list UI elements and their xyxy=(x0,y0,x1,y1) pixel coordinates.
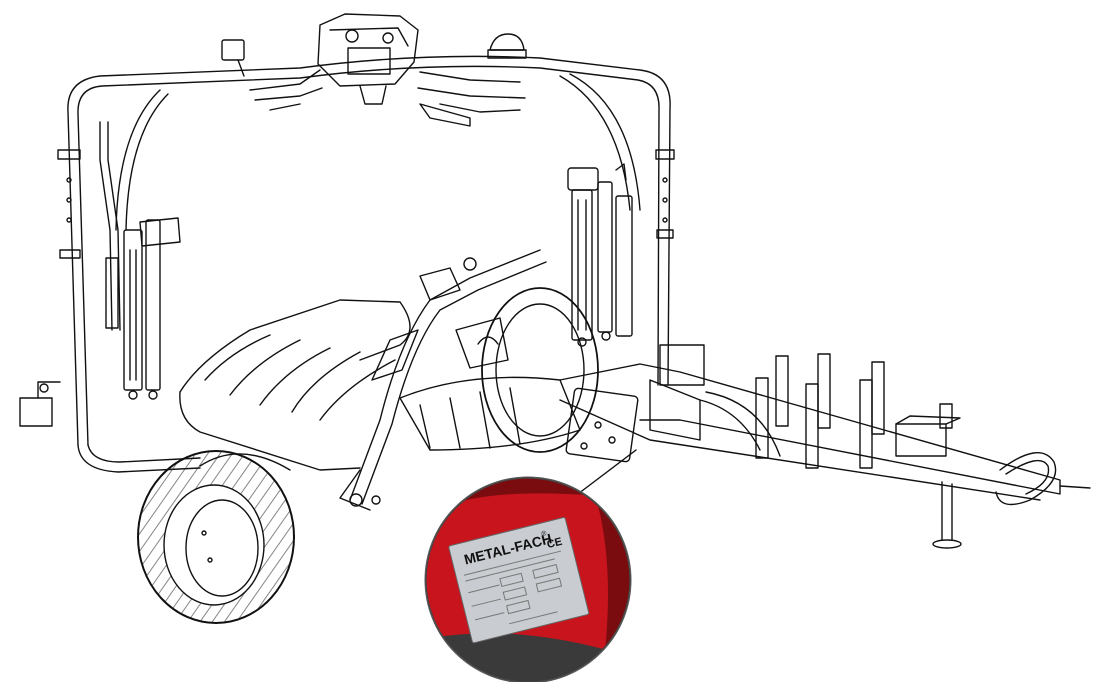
right-film-dispenser xyxy=(559,73,641,347)
left-film-dispenser xyxy=(99,89,181,400)
plate-illegible-lines xyxy=(463,550,563,625)
overhead-frame xyxy=(19,55,675,473)
loading-arm xyxy=(339,249,547,511)
bale-turntable xyxy=(179,287,599,471)
top-rotor-head xyxy=(221,13,527,127)
left-wheel xyxy=(137,450,295,624)
nameplate-callout: METAL-FACH ® CE xyxy=(424,476,632,684)
nameplate xyxy=(448,517,590,644)
registered-mark: ® xyxy=(540,529,548,538)
ce-mark: CE xyxy=(546,536,564,551)
chassis-drawbar xyxy=(559,344,1091,549)
